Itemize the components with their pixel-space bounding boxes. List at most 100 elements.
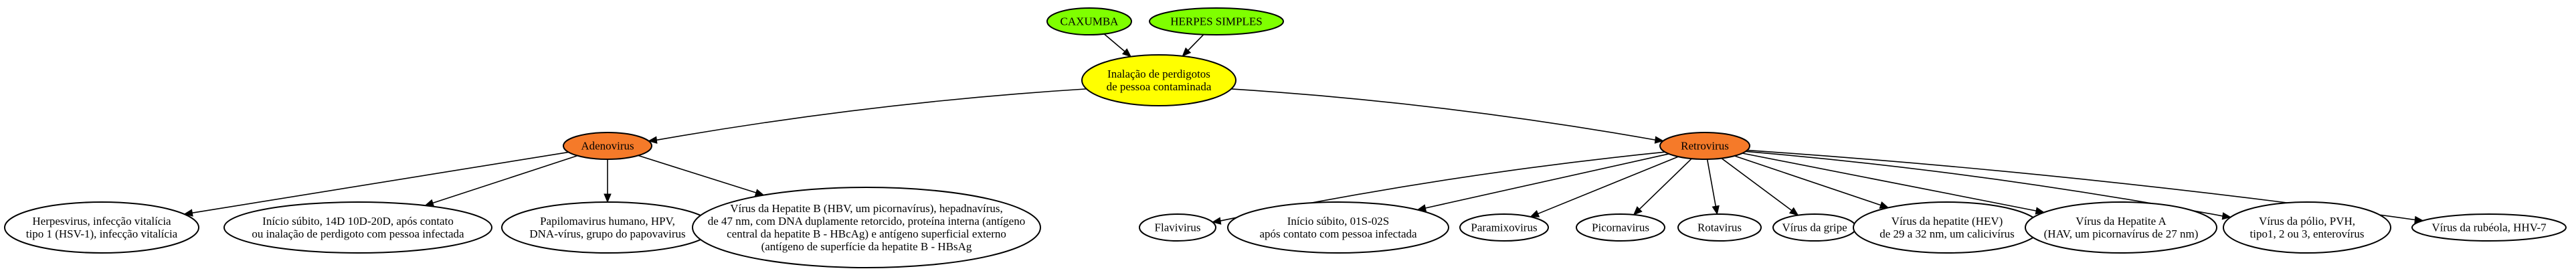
edge-inalacao-to-retrovirus [1231,88,1665,144]
edge-line [192,151,569,213]
node-label-line: (HAV, um picornavírus de 27 nm) [2044,227,2199,240]
node-ellipse [1659,132,1750,160]
edge-line [1721,157,1792,211]
node-label-line: de 29 a 32 nm, um calicivírus [1879,227,2015,240]
edge-retrovirus-to-picorna [1633,158,1692,215]
arrow-head [1182,47,1192,57]
edge-line [1742,153,2037,211]
arrow-head [1530,209,1540,217]
node-adenovirus: Adenovirus [563,132,652,160]
node-label-line: Vírus da hepatite (HEV) [1892,215,2003,227]
edge-retrovirus-to-gripe [1721,157,1799,216]
node-label-line: Herpesvirus, infecção vitalícia [32,215,171,227]
node-ellipse [2411,213,2567,242]
node-label-line: (antígeno de superfície da hepatite B - … [761,240,972,253]
node-label-line: de 47 nm, com DNA duplamente retorcido, … [708,215,1025,227]
edge-retrovirus-to-paramixo [1530,156,1679,217]
arrow-head [1633,206,1643,215]
node-label-line: Vírus da gripe [1782,221,1847,234]
edge-inalacao-to-adenovirus [648,88,1087,144]
node-ellipse [1149,7,1284,35]
arrow-head [604,193,612,203]
node-label-line: Vírus da pólio, PVH, [2259,215,2355,227]
node-label-line: Retrovirus [1681,140,1729,153]
node-label-line: DNA-vírus, grupo do papovavirus [529,227,685,240]
node-label-line: tipo1, 2 ou 3, enterovírus [2250,227,2365,240]
edge-line [656,88,1087,141]
node-label-line: Vírus da rubéola, HHV-7 [2431,221,2547,234]
node-flavivirus: Flavivirus [1139,213,1216,242]
node-ellipse [2025,201,2217,254]
node-ellipse [1677,213,1762,242]
edge-line [638,155,757,193]
node-label-line: Início súbito, 01S-02S [1287,215,1390,227]
node-label-line: Picornavirus [1592,221,1649,234]
node-inicio-adeno: Início súbito, 14D 10D-20D, após contato… [223,201,492,254]
edge-retrovirus-to-rota [1706,159,1720,215]
node-label-line: CAXUMBA [1061,15,1119,28]
node-paramixo: Paramixovirus [1459,213,1549,242]
node-ellipse [1576,213,1665,242]
edge-line [1639,158,1692,210]
node-label-line: Flavivirus [1155,221,1201,234]
edge-retrovirus-to-inicio-retro [1416,153,1669,212]
edge-line [1538,156,1679,215]
node-label-line: Inalação de perdigotos [1107,68,1210,80]
node-label-line: HERPES SIMPLES [1170,15,1262,28]
arrow-head [648,136,658,144]
edge-line [1734,155,1881,206]
node-label-line: Vírus da Hepatite A [2076,215,2167,227]
node-label-line: central da hepatite B - HBcAg) e antígen… [727,227,1006,240]
node-label-line: Adenovirus [581,140,634,153]
edge-line [1188,34,1204,51]
node-ellipse [1046,7,1132,35]
node-rubeola: Vírus da rubéola, HHV-7 [2411,213,2567,242]
edge-line [1103,33,1125,52]
arrow-head [1788,207,1799,216]
node-gripe: Vírus da gripe [1772,213,1857,242]
node-label-line: após contato com pessoa infectada [1259,227,1417,240]
node-hepatite-a: Vírus da Hepatite A(HAV, um picornavírus… [2025,201,2217,254]
edge-retrovirus-to-hepatite-e [1734,155,1890,209]
node-label-line: Paramixovirus [1471,221,1537,234]
node-papiloma: Papilomavirus humano, HPV,DNA-vírus, gru… [501,201,714,254]
node-retrovirus: Retrovirus [1659,132,1750,160]
edge-adenovirus-to-papiloma [604,159,612,203]
node-ellipse [223,201,492,254]
edge-adenovirus-to-hepatite-b [638,155,765,197]
edge-line [432,155,578,204]
node-label-line: tipo 1 (HSV-1), infecção vitalícia [26,227,178,240]
node-caxumba: CAXUMBA [1046,7,1132,35]
arrow-head [1879,201,1890,209]
node-label-line: Rotavirus [1697,221,1742,234]
arrow-head [1121,48,1132,58]
node-rota: Rotavirus [1677,213,1762,242]
node-label-line: Vírus da Hepatite B (HBV, um picornavíru… [730,202,1003,215]
node-herpes: HERPES SIMPLES [1149,7,1284,35]
edge-caxumba-to-inalacao [1103,33,1132,58]
arrow-head [2221,212,2232,220]
node-ellipse [692,187,1041,268]
arrow-head [1712,205,1720,215]
node-ellipse [1081,54,1236,106]
node-label-line: Papilomavirus humano, HPV, [540,215,675,227]
node-ellipse [4,201,199,254]
node-polio: Vírus da pólio, PVH,tipo1, 2 ou 3, enter… [2223,201,2391,254]
edge-line [1706,159,1717,207]
arrow-head [1654,136,1665,144]
edges-layer [183,33,2424,225]
node-hepatite-e: Vírus da hepatite (HEV)de 29 a 32 nm, um… [1853,201,2041,254]
arrow-head [1211,217,1222,225]
node-ellipse [1227,201,1449,254]
node-label-line: Início súbito, 14D 10D-20D, após contato [262,215,454,227]
edge-retrovirus-to-hepatite-a [1742,153,2045,215]
node-hepatite-b: Vírus da Hepatite B (HBV, um picornavíru… [692,187,1041,268]
node-ellipse [1459,213,1549,242]
node-ellipse [1139,213,1216,242]
node-picorna: Picornavirus [1576,213,1665,242]
node-ellipse [563,132,652,160]
